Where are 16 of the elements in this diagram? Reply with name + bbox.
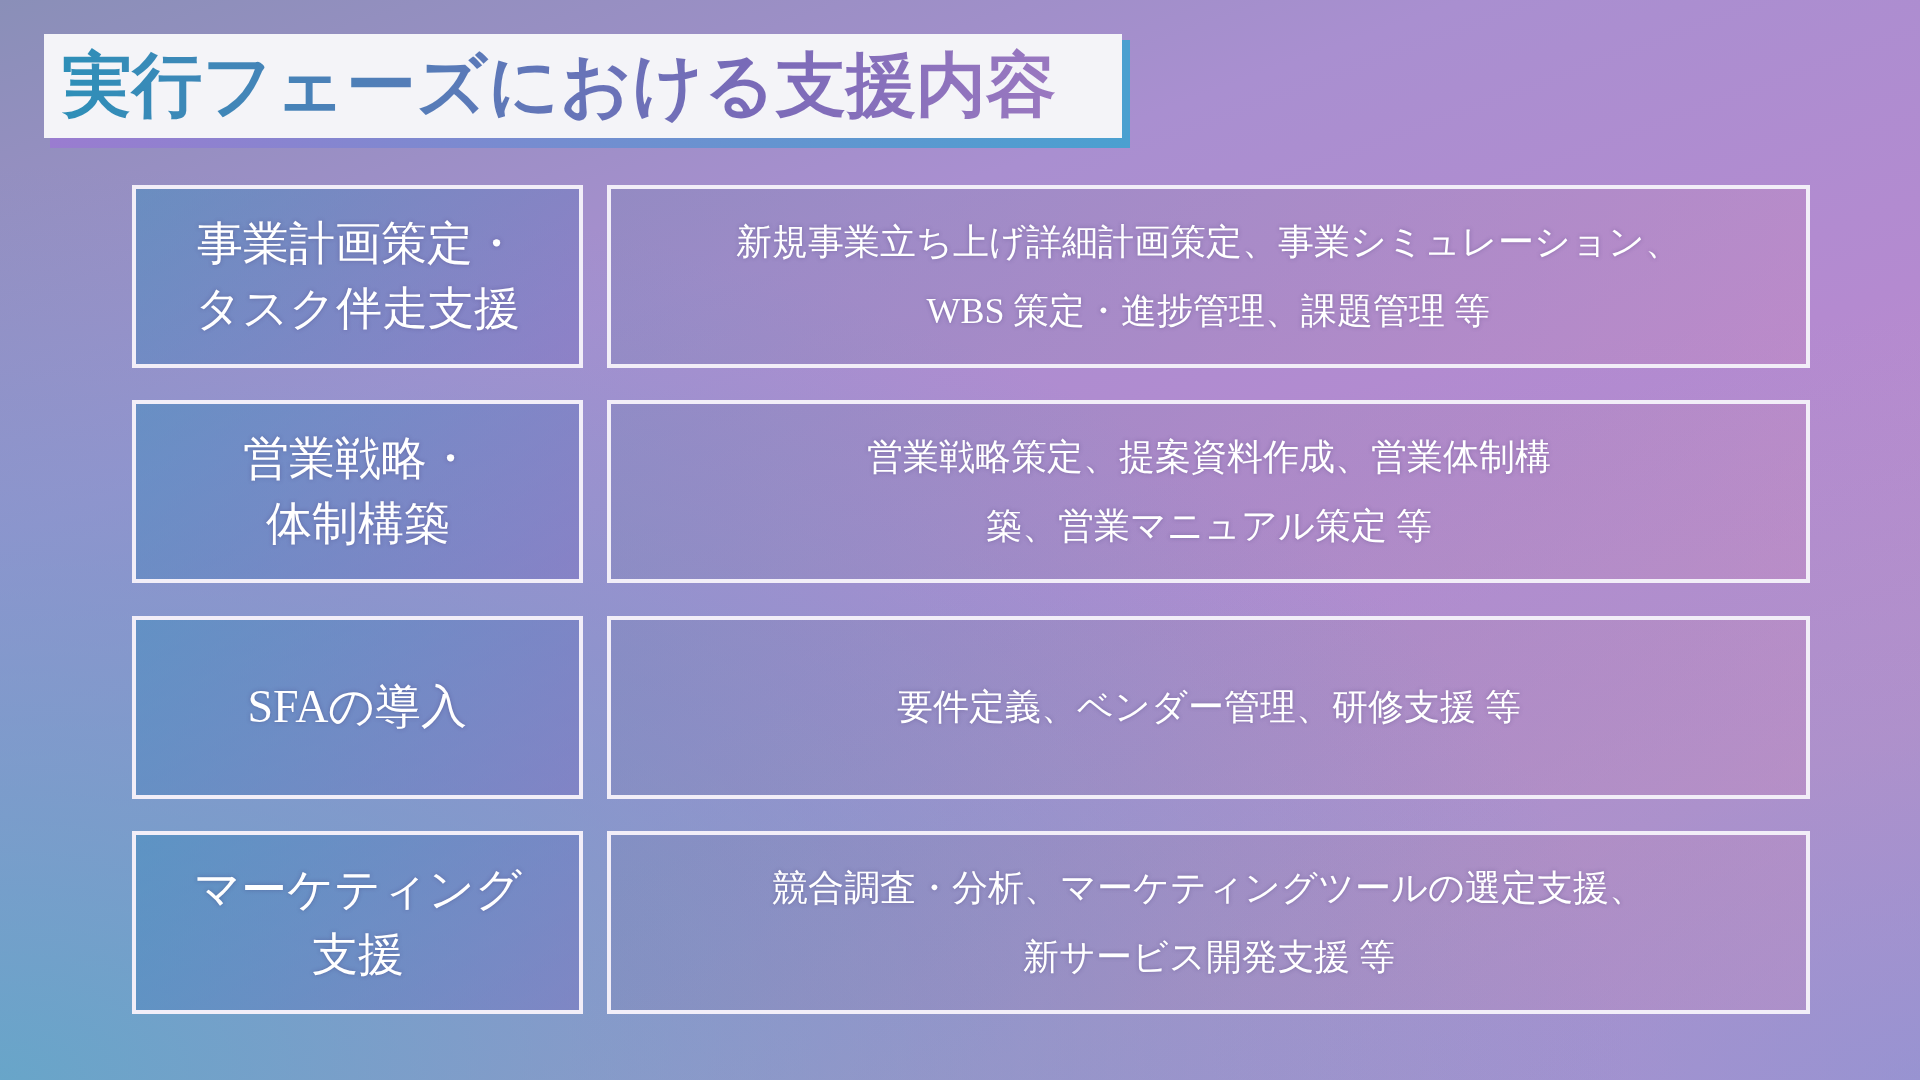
category-box (132, 185, 583, 368)
description-text: 新規事業立ち上げ詳細計画策定、事業シミュレーション、WBS 策定・進捗管理、課題管理 等 (735, 221, 1682, 333)
category-label: 事業計画策定・タスク伴走支援 (194, 217, 521, 336)
category-label: マーケティング支援 (192, 863, 523, 982)
category-label: 営業戦略・体制構築 (241, 432, 474, 551)
category-box (132, 616, 583, 799)
description-box (607, 185, 1810, 368)
description-box (607, 400, 1810, 583)
description-text: 営業戦略策定、提案資料作成、営業体制構築、営業マニュアル策定 等 (865, 436, 1552, 548)
description-text: 競合調査・分析、マーケティングツールの選定支援、新サービス開発支援 等 (771, 867, 1646, 979)
category-box (132, 831, 583, 1014)
category-label: SFAの導入 (247, 680, 468, 735)
description-text: 要件定義、ベンダー管理、研修支援 等 (896, 686, 1521, 730)
category-box (132, 400, 583, 583)
description-box (607, 831, 1810, 1014)
description-box (607, 616, 1810, 799)
